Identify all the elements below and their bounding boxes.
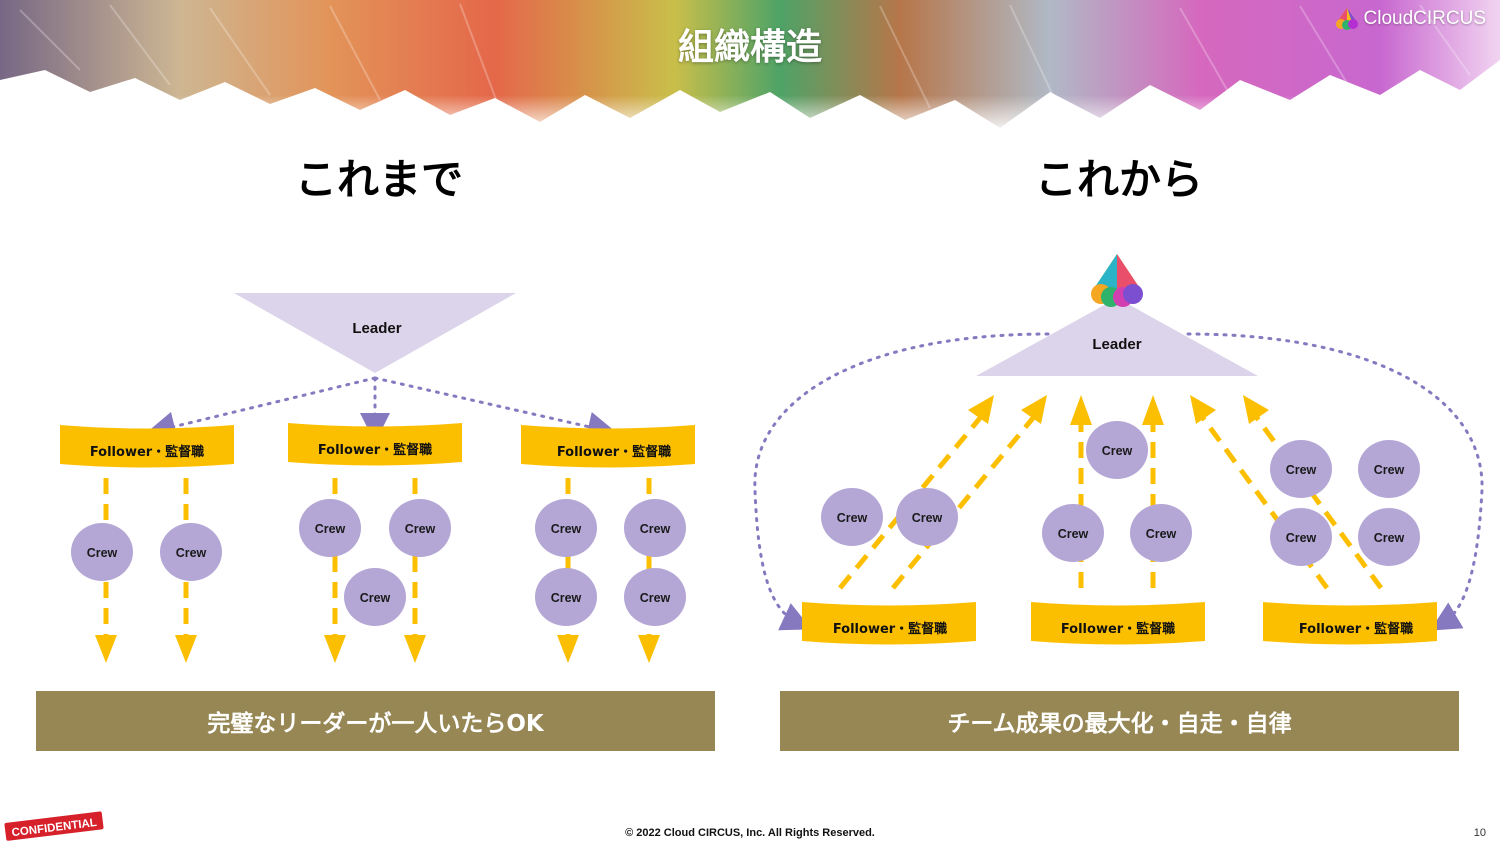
crew-node: Crew xyxy=(535,568,597,626)
leader-shape-right xyxy=(976,298,1258,376)
svg-text:Follower・監督職: Follower・監督職 xyxy=(318,442,432,458)
svg-text:Follower・監督職: Follower・監督職 xyxy=(1299,621,1413,637)
follower-banner-right-1: Follower・監督職 xyxy=(802,602,976,645)
left-caption-box: 完璧なリーダーが一人いたらOK xyxy=(36,691,715,751)
leader-shape-left xyxy=(234,293,516,373)
slide-title: 組織構造 xyxy=(677,27,822,68)
leader-label-right: Leader xyxy=(1092,336,1141,353)
svg-text:Crew: Crew xyxy=(1146,527,1177,541)
svg-text:Crew: Crew xyxy=(551,591,582,605)
crew-node: Crew xyxy=(1270,508,1332,566)
svg-text:Follower・監督職: Follower・監督職 xyxy=(1061,621,1175,637)
cloud-circus-logo-icon xyxy=(1091,254,1143,307)
svg-text:Crew: Crew xyxy=(640,591,671,605)
svg-text:Crew: Crew xyxy=(1286,463,1317,477)
crew-node: Crew xyxy=(1358,440,1420,498)
left-caption-text: 完璧なリーダーが一人いたらOK xyxy=(207,711,544,737)
crew-node: Crew xyxy=(1130,504,1192,562)
down-arrowheads-left xyxy=(95,635,660,663)
svg-text:Crew: Crew xyxy=(912,511,943,525)
svg-text:Crew: Crew xyxy=(315,522,346,536)
svg-text:Crew: Crew xyxy=(1286,531,1317,545)
crew-node: Crew xyxy=(1042,504,1104,562)
cloud-circus-logo-icon xyxy=(1335,8,1358,30)
dotted-loops-right xyxy=(753,332,1484,631)
follower-banner-left-2: Follower・監督職 xyxy=(288,423,462,466)
svg-text:Follower・監督職: Follower・監督職 xyxy=(833,621,947,637)
svg-text:Follower・監督職: Follower・監督職 xyxy=(90,444,204,460)
right-caption-box: チーム成果の最大化・自走・自律 xyxy=(780,691,1459,751)
confidential-stamp: CONFIDENTIAL xyxy=(4,811,104,841)
dotted-connectors-left xyxy=(145,376,618,443)
crew-node: Crew xyxy=(535,499,597,557)
crew-node: Crew xyxy=(624,499,686,557)
crew-node: Crew xyxy=(896,488,958,546)
svg-text:Crew: Crew xyxy=(1374,531,1405,545)
svg-text:Crew: Crew xyxy=(837,511,868,525)
crew-node: Crew xyxy=(299,499,361,557)
brand-logo: CloudCIRCUS xyxy=(1334,6,1486,32)
svg-text:Crew: Crew xyxy=(1058,527,1089,541)
crew-node: Crew xyxy=(71,523,133,581)
crew-node: Crew xyxy=(1086,421,1148,479)
right-heading: これから xyxy=(1034,155,1203,204)
copyright-footer: © 2022 Cloud CIRCUS, Inc. All Rights Res… xyxy=(625,827,875,839)
crew-node: Crew xyxy=(1270,440,1332,498)
brand-name: CloudCIRCUS xyxy=(1363,8,1486,29)
svg-text:Crew: Crew xyxy=(640,522,671,536)
crew-node: Crew xyxy=(624,568,686,626)
svg-text:Crew: Crew xyxy=(1374,463,1405,477)
crew-node: Crew xyxy=(160,523,222,581)
follower-banner-left-1: Follower・監督職 xyxy=(60,425,234,468)
crew-node: Crew xyxy=(1358,508,1420,566)
svg-text:Crew: Crew xyxy=(360,591,391,605)
crew-node: Crew xyxy=(344,568,406,626)
right-org-diagram: Leader Crew Crew Crew Crew Crew Crew Cre… xyxy=(753,254,1484,645)
right-caption-text: チーム成果の最大化・自走・自律 xyxy=(947,711,1292,737)
svg-text:Follower・監督職: Follower・監督職 xyxy=(557,444,671,460)
follower-banner-right-2: Follower・監督職 xyxy=(1031,602,1205,645)
follower-banner-left-3: Follower・監督職 xyxy=(521,425,695,468)
svg-text:Crew: Crew xyxy=(405,522,436,536)
svg-text:Crew: Crew xyxy=(1102,444,1133,458)
page-number: 10 xyxy=(1473,827,1486,839)
left-org-diagram: Leader Follower・監督職 Follower・監督職 Followe… xyxy=(60,293,695,663)
crew-node: Crew xyxy=(389,499,451,557)
leader-label-left: Leader xyxy=(352,320,401,337)
up-arrowheads-right xyxy=(968,395,1269,425)
left-heading: これまで xyxy=(294,155,463,204)
svg-text:Crew: Crew xyxy=(551,522,582,536)
follower-banner-right-3: Follower・監督職 xyxy=(1263,602,1437,645)
svg-text:Crew: Crew xyxy=(87,546,118,560)
header-brush-banner xyxy=(0,0,1500,135)
svg-text:Crew: Crew xyxy=(176,546,207,560)
crew-node: Crew xyxy=(821,488,883,546)
